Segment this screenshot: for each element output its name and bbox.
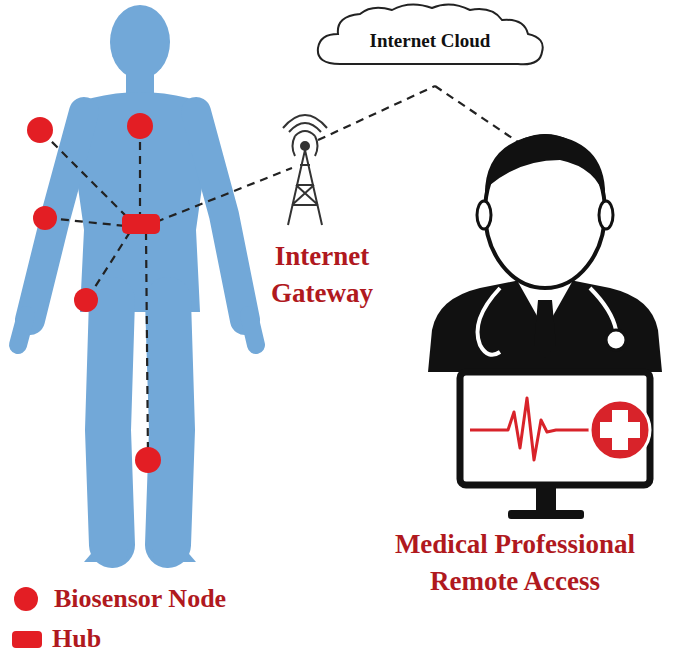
legend-label: Hub [52, 624, 101, 654]
legend-row: Hub [12, 624, 101, 654]
cloud-outline [318, 4, 543, 64]
cloud-label: Internet Cloud [370, 30, 491, 52]
remote-access-label: Medical Professional Remote Access [350, 526, 680, 601]
hub [122, 214, 160, 234]
legend-row: Biosensor Node [14, 584, 226, 614]
body-silhouette [18, 5, 256, 562]
legend-rect-swatch [12, 631, 42, 648]
biosensor-node [27, 113, 161, 473]
legend-circle-swatch [14, 587, 38, 611]
cloud-node: Internet Cloud [310, 2, 550, 72]
legend-label: Biosensor Node [54, 584, 226, 614]
dashed-link [42, 86, 518, 458]
gateway-label: Internet Gateway [232, 238, 412, 313]
tower-icon [283, 115, 327, 225]
doctor-icon [428, 134, 662, 519]
